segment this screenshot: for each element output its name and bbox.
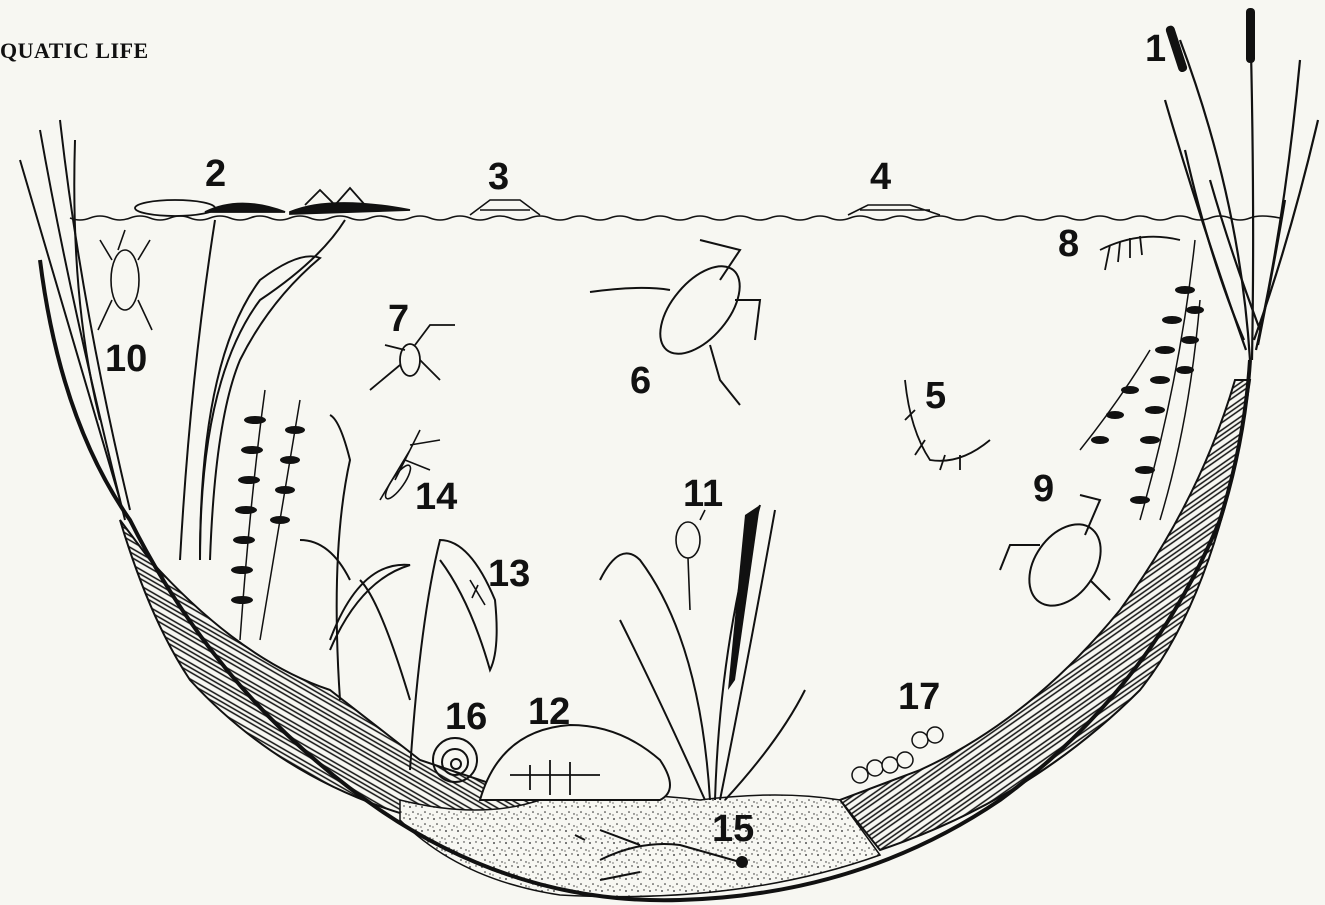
lily-stems [180,220,345,560]
giant-water-bug [1000,495,1115,619]
label-3: 3 [488,158,509,196]
snail [433,738,477,782]
lily-pads [135,188,410,216]
milfoil-leaves-left [231,416,305,604]
crayfish-tail [736,856,748,868]
fairy-shrimp [1100,236,1180,270]
water-strider [470,200,540,215]
label-7: 7 [388,300,409,338]
cattail-head [1165,25,1188,73]
water-scorpion [98,230,152,330]
label-10: 10 [105,340,147,378]
larva [905,380,990,470]
whirligig-beetle [848,205,940,215]
central-plant-blade [728,505,760,690]
label-12: 12 [528,693,570,731]
caddisfly-larva [470,580,485,605]
water-surface [70,216,1280,220]
tall-leaf [200,256,320,560]
reeds-left [20,120,130,520]
label-15: 15 [712,810,754,848]
milfoil-right [1080,240,1200,520]
cattail-head [1246,8,1255,63]
label-5: 5 [925,377,946,415]
dragonfly-nymph [676,510,705,610]
milfoil-leaves-right [1091,286,1204,504]
label-6: 6 [630,362,651,400]
rock [480,725,670,800]
label-17: 17 [898,678,940,716]
label-1: 1 [1145,30,1166,68]
label-2: 2 [205,155,226,193]
label-16: 16 [445,698,487,736]
label-13: 13 [488,555,530,593]
label-14: 14 [415,478,457,516]
label-4: 4 [870,158,891,196]
label-11: 11 [683,475,723,513]
cattail-plant [1165,10,1318,360]
diving-beetle [590,240,760,405]
backswimmer [370,325,455,390]
label-8: 8 [1058,225,1079,263]
label-9: 9 [1033,470,1054,508]
sediment-right [840,380,1250,850]
